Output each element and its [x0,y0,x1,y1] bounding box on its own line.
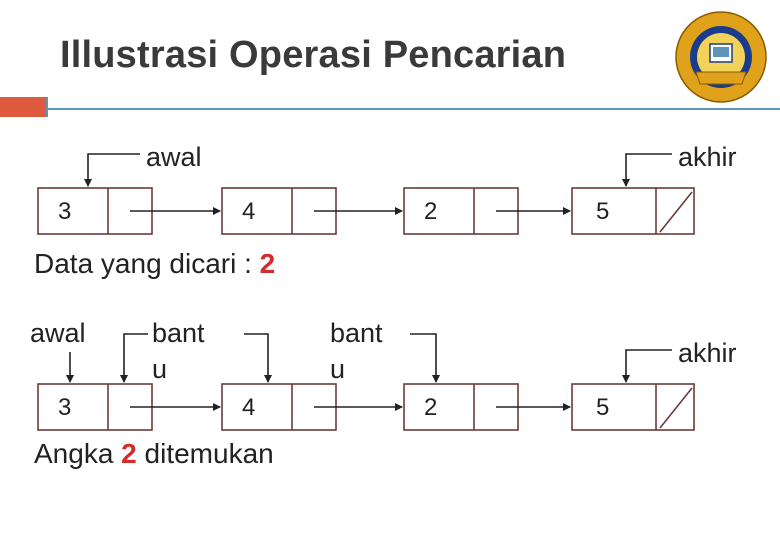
pointer-akhir-label: akhir [678,142,737,172]
pointer-akhir-label: akhir [678,338,737,368]
pointer-bantu-label: bant [152,318,205,348]
node-value: 3 [58,198,72,225]
found-value: 2 [121,438,137,469]
node-value: 5 [596,394,610,421]
pointer-bantu-label: bant [330,318,383,348]
pointer-bantu-label-cont: u [330,354,346,384]
search-label: Data yang dicari : 2 [34,250,275,278]
header-divider-vertical [46,97,48,117]
node-row1-4 [571,187,695,235]
pointer-awal-label: awal [30,318,86,348]
unikom-logo [675,11,767,103]
page-title: Illustrasi Operasi Pencarian [60,34,567,76]
node-value: 2 [424,198,438,225]
node-value: 4 [242,394,256,421]
found-label-suffix: ditemukan [136,438,274,469]
pointer-awal-label: awal [146,142,202,172]
node-row2-4 [571,383,695,431]
header-accent-block [0,97,46,117]
node-value: 2 [424,394,438,421]
node-value: 3 [58,394,72,421]
node-value: 4 [242,198,256,225]
search-label-prefix: Data yang dicari : [34,248,260,279]
found-label: Angka 2 ditemukan [34,440,274,468]
found-label-prefix: Angka [34,438,122,469]
pointer-bantu-label-cont: u [152,354,168,384]
header-divider-line [46,108,780,110]
search-value: 2 [259,248,276,279]
node-value: 5 [596,198,610,225]
